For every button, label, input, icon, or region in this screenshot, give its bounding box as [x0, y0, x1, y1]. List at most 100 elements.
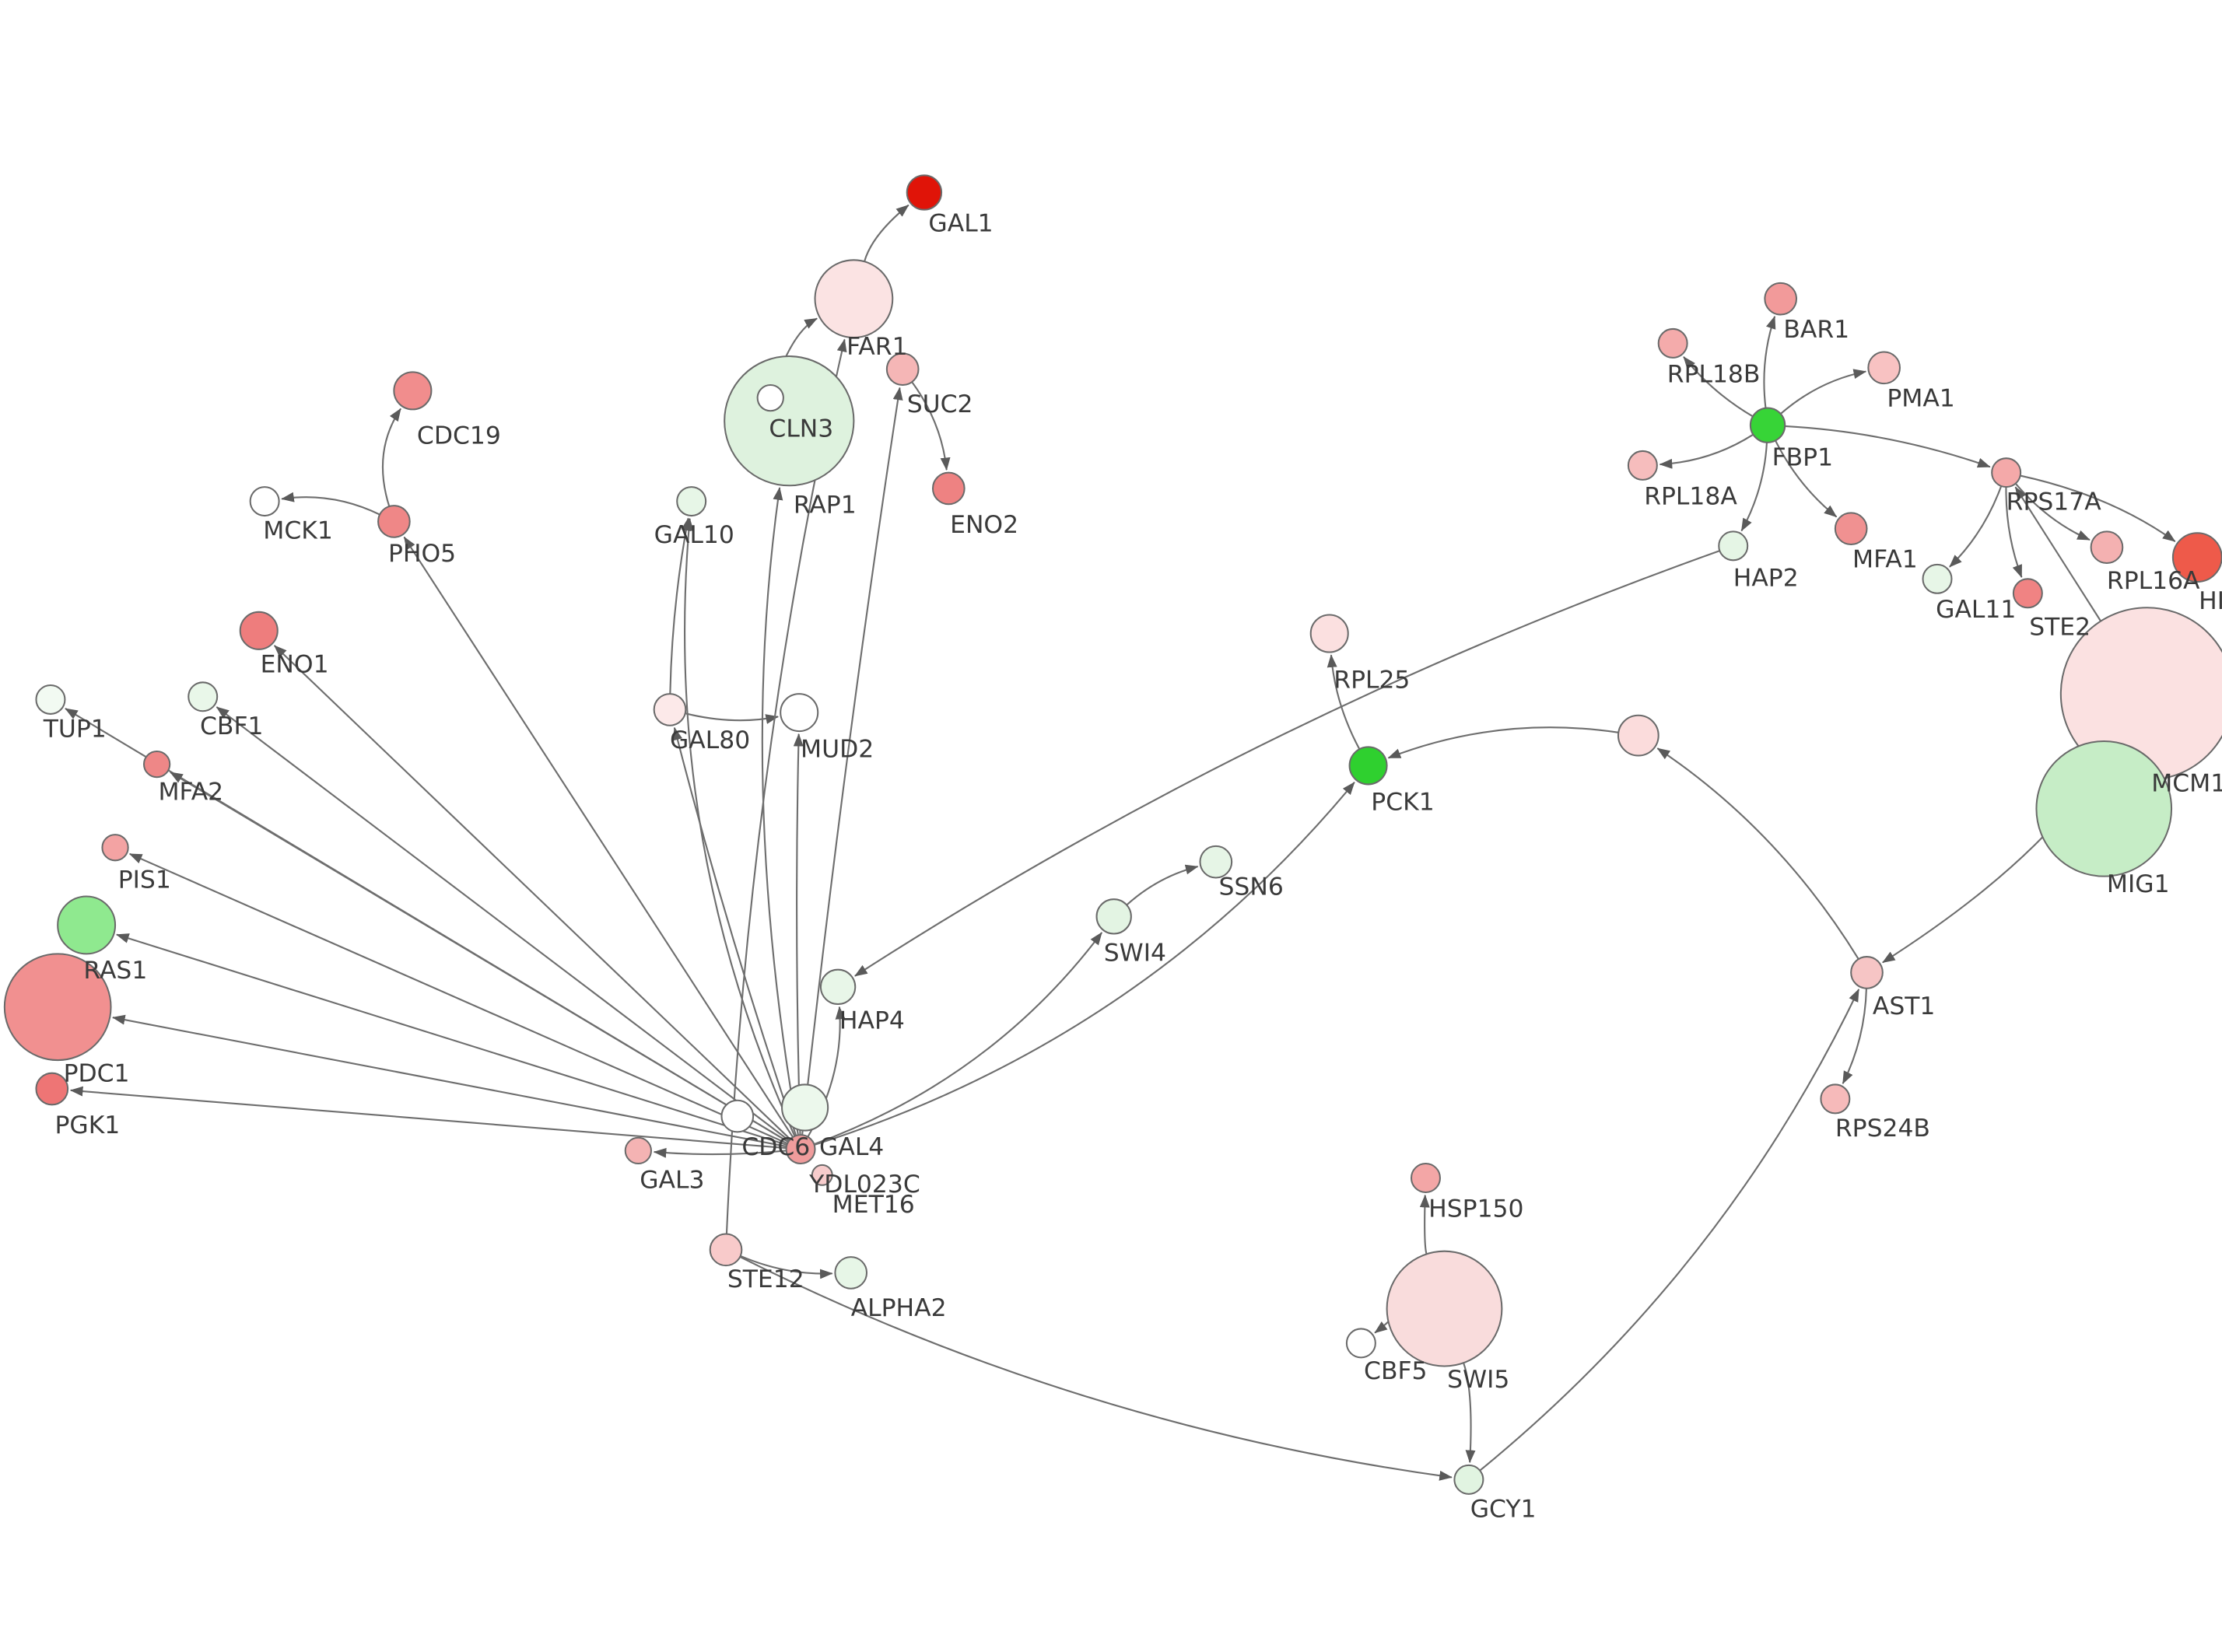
label-STE12: STE12 — [727, 1265, 804, 1293]
edge-GAL80-MUD2 — [685, 712, 779, 724]
node-FBP1[interactable] — [1749, 407, 1786, 443]
edge-RPS17A-STE2 — [2005, 487, 2023, 578]
node-MET16[interactable] — [811, 1164, 833, 1186]
label-CDC19: CDC19 — [417, 422, 501, 450]
edge-FAR1-GAL1 — [864, 204, 909, 262]
node-CLN3[interactable] — [724, 355, 855, 487]
edge-GAL4-MFA2 — [170, 772, 789, 1143]
node-PCK1[interactable] — [1348, 746, 1388, 786]
edge-GAL4-MUD2 — [793, 733, 804, 1136]
node-RPL25[interactable] — [1309, 614, 1349, 653]
node-CBF5[interactable] — [1345, 1328, 1376, 1359]
node-STE12[interactable] — [709, 1233, 743, 1267]
label-MFA2: MFA2 — [158, 779, 223, 807]
label-MCM1: MCM1 — [2151, 770, 2222, 798]
edge-GCY1-AST1 — [1479, 989, 1860, 1472]
node-RPL18B[interactable] — [1657, 327, 1688, 359]
edge-SWI4-SSN6 — [1126, 864, 1199, 906]
node-GAL3[interactable] — [624, 1136, 652, 1165]
label-PHO5: PHO5 — [388, 540, 456, 568]
edge-PHO5-MCK1 — [281, 492, 380, 516]
label-YDL023C: YDL023C — [808, 1171, 920, 1199]
node-AST1[interactable] — [1850, 956, 1884, 989]
edge-GAL4-RAS1 — [116, 933, 787, 1146]
node-CBF1[interactable] — [188, 681, 219, 712]
label-FAR1: FAR1 — [846, 333, 907, 361]
node-GAL80[interactable] — [653, 693, 687, 726]
node-RPS17A[interactable] — [1991, 457, 2022, 488]
node-MUD2[interactable] — [780, 693, 819, 733]
label-STE2: STE2 — [2029, 613, 2091, 641]
edge-GAL4-PHO5 — [403, 536, 794, 1138]
label-PCK1: PCK1 — [1371, 789, 1434, 817]
label-HSP150: HSP150 — [1428, 1195, 1523, 1223]
node-GAL11[interactable] — [1922, 563, 1953, 594]
label-SWI4: SWI4 — [1104, 940, 1166, 968]
edge-GAL4-SWI4 — [814, 932, 1103, 1146]
label-RAP1: RAP1 — [794, 491, 857, 519]
node-STE2[interactable] — [2012, 578, 2043, 609]
node-ENO2[interactable] — [931, 471, 966, 506]
label-HAP2: HAP2 — [1733, 565, 1799, 593]
node-GAL1[interactable] — [906, 174, 943, 211]
label-ENO2: ENO2 — [950, 511, 1018, 539]
label-FBP1: FBP1 — [1772, 443, 1833, 471]
edge-STE12-GCY1 — [739, 1255, 1453, 1481]
edge-FBP1-MFA1 — [1775, 439, 1838, 518]
node-RAP1[interactable] — [756, 383, 784, 412]
node-PHO5[interactable] — [377, 505, 411, 538]
node-FAR1[interactable] — [814, 259, 894, 339]
node-PDC1[interactable] — [3, 953, 112, 1062]
edge-SWI5-GCY1 — [1463, 1362, 1476, 1464]
node-TUP1[interactable] — [35, 684, 66, 715]
label-CBF1: CBF1 — [200, 712, 263, 740]
node-RPL18A[interactable] — [1627, 450, 1658, 481]
node-NODE1[interactable] — [1617, 714, 1659, 757]
label-ALPHA2: ALPHA2 — [851, 1294, 947, 1322]
node-HAP4[interactable] — [819, 968, 857, 1006]
node-HSP150[interactable] — [1410, 1163, 1441, 1193]
edge-GAL4-CBF1 — [216, 706, 790, 1142]
label-RPL25: RPL25 — [1334, 667, 1410, 695]
node-HAP2[interactable] — [1718, 530, 1749, 562]
node-YDL023C[interactable] — [781, 1083, 829, 1132]
node-MFA2[interactable] — [142, 750, 171, 779]
node-RPS24B[interactable] — [1820, 1083, 1851, 1115]
node-SWI5[interactable] — [1386, 1250, 1503, 1367]
node-RAS1[interactable] — [57, 895, 117, 955]
node-CDC6[interactable] — [720, 1099, 755, 1133]
node-PGK1[interactable] — [35, 1072, 69, 1106]
node-ALPHA2[interactable] — [834, 1256, 868, 1290]
edge-NODE1-PCK1 — [1387, 726, 1619, 759]
label-HAP4: HAP4 — [839, 1006, 905, 1034]
node-GAL4[interactable] — [785, 1134, 816, 1165]
node-RPL16A[interactable] — [2090, 530, 2124, 565]
node-SUC2[interactable] — [885, 352, 920, 387]
node-MFA1[interactable] — [1834, 512, 1868, 546]
node-MIG1[interactable] — [2035, 740, 2173, 877]
edge-AST1-RPS24B — [1842, 988, 1868, 1084]
node-BAR1[interactable] — [1764, 282, 1798, 316]
label-HIS4: HIS4 — [2199, 587, 2222, 615]
node-CDC19[interactable] — [393, 371, 433, 411]
node-SWI4[interactable] — [1095, 898, 1132, 935]
node-GAL10[interactable] — [676, 486, 707, 517]
edge-FBP1-RPL18A — [1659, 433, 1754, 469]
edge-MCM1-RPS17A — [2014, 486, 2102, 622]
label-MET16: MET16 — [832, 1191, 915, 1219]
edge-GAL4-PCK1 — [814, 782, 1355, 1146]
label-GCY1: GCY1 — [1470, 1495, 1537, 1523]
edge-SWI5-HSP150 — [1419, 1194, 1430, 1255]
label-RPL18A: RPL18A — [1644, 482, 1737, 510]
node-GCY1[interactable] — [1453, 1464, 1484, 1495]
node-PIS1[interactable] — [101, 834, 129, 862]
node-MCK1[interactable] — [249, 486, 280, 517]
node-SSN6[interactable] — [1199, 845, 1233, 879]
label-BAR1: BAR1 — [1783, 316, 1849, 344]
node-ENO1[interactable] — [239, 611, 279, 650]
node-PMA1[interactable] — [1867, 351, 1901, 385]
label-GAL4: GAL4 — [819, 1133, 884, 1161]
label-CDC6: CDC6 — [741, 1133, 810, 1161]
